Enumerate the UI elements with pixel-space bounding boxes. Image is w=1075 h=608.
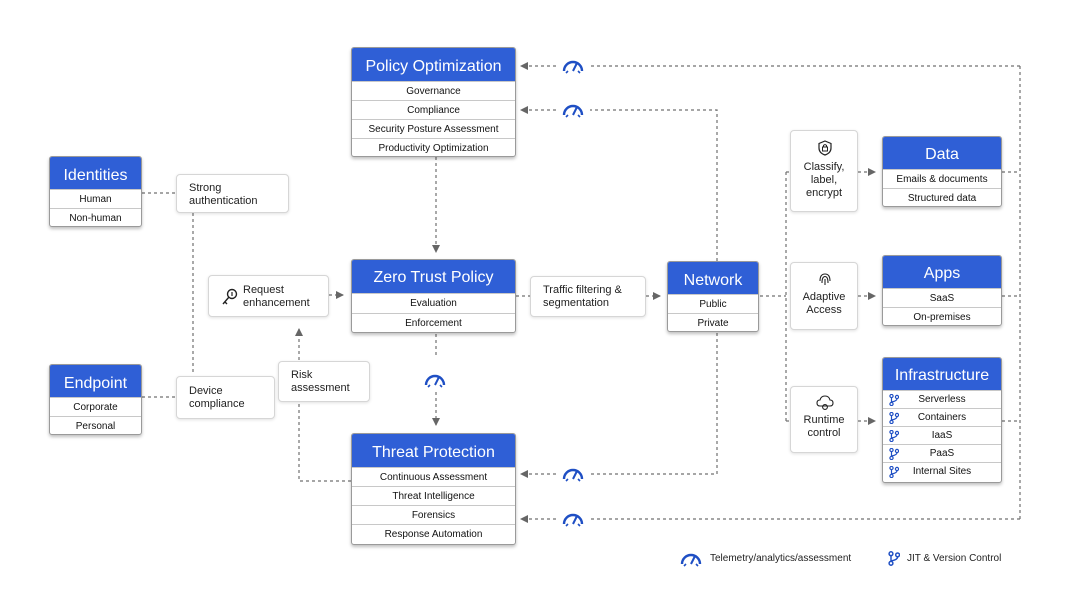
- policy-item: Security Posture Assessment: [352, 119, 515, 138]
- apps-box: Apps SaaS On-premises: [882, 255, 1002, 326]
- branch-icon: [889, 466, 899, 478]
- gauge-icon: [562, 104, 584, 118]
- branch-icon: [888, 551, 900, 566]
- fingerprint-key-icon: [222, 288, 238, 305]
- infrastructure-item: Containers: [883, 408, 1001, 426]
- device-compliance-note: Device compliance: [176, 376, 275, 419]
- gauge-icon: [562, 60, 584, 74]
- identities-item: Non-human: [50, 208, 141, 226]
- risk-assessment-note: Risk assessment: [278, 361, 370, 402]
- infrastructure-label: Serverless: [918, 394, 966, 405]
- runtime-control-label: Runtime control: [803, 414, 845, 439]
- zero-trust-policy-title: Zero Trust Policy: [352, 260, 515, 293]
- strong-authentication-label: Strong authentication: [189, 182, 258, 207]
- adaptive-access-label: Adaptive Access: [802, 291, 846, 316]
- infrastructure-box: Infrastructure Serverless Containers Iaa…: [882, 357, 1002, 483]
- apps-item: On-premises: [883, 307, 1001, 325]
- fingerprint-icon: [819, 273, 831, 285]
- zero-trust-policy-box: Zero Trust Policy Evaluation Enforcement: [351, 259, 516, 333]
- zero-trust-item: Enforcement: [352, 313, 515, 332]
- legend-jit-label: JIT & Version Control: [907, 553, 1002, 564]
- infrastructure-label: IaaS: [931, 430, 953, 441]
- network-item: Public: [668, 294, 758, 313]
- endpoint-title: Endpoint: [50, 365, 141, 397]
- strong-authentication-note: Strong authentication: [176, 174, 289, 213]
- zero-trust-item: Evaluation: [352, 293, 515, 313]
- infrastructure-item: IaaS: [883, 426, 1001, 444]
- shield-lock-icon: [818, 140, 832, 156]
- threat-protection-box: Threat Protection Continuous Assessment …: [351, 433, 516, 545]
- branch-icon: [889, 430, 899, 442]
- infrastructure-label: PaaS: [929, 448, 955, 459]
- data-box: Data Emails & documents Structured data: [882, 136, 1002, 207]
- branch-icon: [889, 448, 899, 460]
- apps-item: SaaS: [883, 288, 1001, 307]
- identities-title: Identities: [50, 157, 141, 189]
- infrastructure-label: Internal Sites: [912, 466, 972, 477]
- cloud-gear-icon: [816, 395, 834, 410]
- device-compliance-label: Device compliance: [189, 385, 245, 410]
- apps-title: Apps: [883, 256, 1001, 288]
- data-item: Structured data: [883, 188, 1001, 206]
- traffic-filtering-note: Traffic filtering & segmentation: [530, 276, 646, 317]
- data-title: Data: [883, 137, 1001, 169]
- branch-icon: [889, 394, 899, 406]
- identities-item: Human: [50, 189, 141, 208]
- data-item: Emails & documents: [883, 169, 1001, 188]
- adaptive-access-note: Adaptive Access: [790, 262, 858, 330]
- risk-assessment-label: Risk assessment: [291, 369, 350, 394]
- gauge-icon: [562, 468, 584, 482]
- legend-telemetry-label: Telemetry/analytics/assessment: [710, 553, 852, 564]
- network-box: Network Public Private: [667, 261, 759, 332]
- policy-optimization-title: Policy Optimization: [352, 48, 515, 81]
- infrastructure-item: PaaS: [883, 444, 1001, 462]
- infrastructure-title: Infrastructure: [883, 358, 1001, 390]
- policy-optimization-box: Policy Optimization Governance Complianc…: [351, 47, 516, 157]
- legend: Telemetry/analytics/assessment JIT & Ver…: [680, 550, 1020, 570]
- runtime-control-note: Runtime control: [790, 386, 858, 453]
- gauge-icon: [562, 513, 584, 527]
- traffic-filtering-label: Traffic filtering & segmentation: [543, 284, 622, 309]
- gauge-icon: [424, 374, 446, 388]
- request-enhancement-label: Request enhancement: [243, 284, 310, 309]
- threat-item: Forensics: [352, 505, 515, 524]
- classify-label: Classify, label, encrypt: [803, 161, 845, 199]
- threat-item: Threat Intelligence: [352, 486, 515, 505]
- policy-item: Compliance: [352, 100, 515, 119]
- threat-item: Continuous Assessment: [352, 467, 515, 486]
- identities-box: Identities Human Non-human: [49, 156, 142, 227]
- endpoint-item: Corporate: [50, 397, 141, 416]
- branch-icon: [889, 412, 899, 424]
- endpoint-item: Personal: [50, 416, 141, 434]
- threat-item: Response Automation: [352, 524, 515, 543]
- infrastructure-label: Containers: [917, 412, 967, 423]
- policy-item: Productivity Optimization: [352, 138, 515, 156]
- gauge-icon: [680, 553, 702, 567]
- network-item: Private: [668, 313, 758, 331]
- classify-note: Classify, label, encrypt: [790, 130, 858, 212]
- policy-item: Governance: [352, 81, 515, 100]
- request-enhancement-note: Request enhancement: [208, 275, 329, 317]
- endpoint-box: Endpoint Corporate Personal: [49, 364, 142, 435]
- infrastructure-item: Serverless: [883, 390, 1001, 408]
- network-title: Network: [668, 262, 758, 294]
- threat-protection-title: Threat Protection: [352, 434, 515, 467]
- infrastructure-item: Internal Sites: [883, 462, 1001, 480]
